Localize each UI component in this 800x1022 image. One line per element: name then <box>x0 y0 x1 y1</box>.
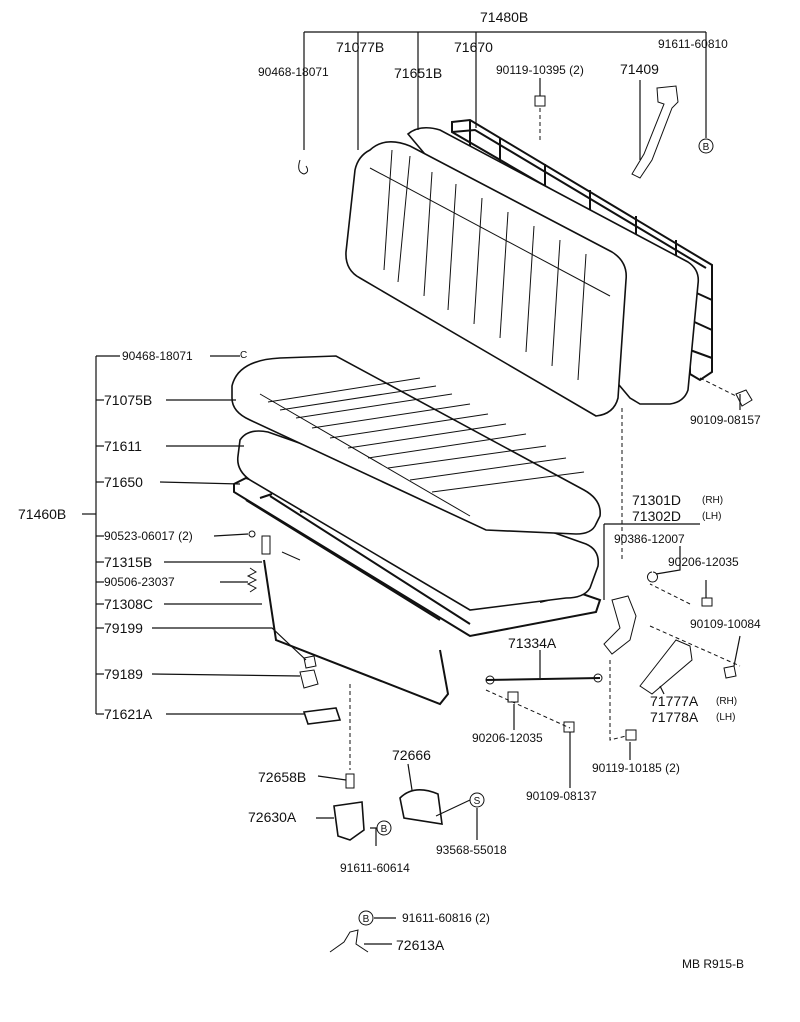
label-hog-ring-top: 90468-18071 <box>258 65 329 79</box>
callout-s-1: S <box>474 796 481 807</box>
label-belt-bracket: 72613A <box>396 937 445 953</box>
label-catch: 72658B <box>258 769 306 785</box>
hog-ring-top-part <box>298 159 309 175</box>
label-back-spring-frame: 71670 <box>454 39 493 55</box>
label-bolt-e: 90119-10185 (2) <box>592 761 680 775</box>
label-buckle: 72666 <box>392 747 431 763</box>
label-bolt-b: 90109-10084 <box>690 617 761 631</box>
label-buckle-screw: 93568-55018 <box>436 843 507 857</box>
label-adjuster-rh: 71301D <box>632 492 681 508</box>
label-spring: 90506-23037 <box>104 575 175 589</box>
plate-part <box>302 707 342 725</box>
label-cushion-pad: 71611 <box>104 438 142 454</box>
label-adjuster-rh-side: (RH) <box>702 495 723 506</box>
back-cover <box>345 141 628 417</box>
label-striker-screw: 91611-60614 <box>340 861 410 875</box>
label-cushion-hog-ring: 90468-18071 <box>122 349 193 363</box>
belt-bracket-part <box>329 929 369 953</box>
label-clip-b: 79189 <box>104 666 143 682</box>
rod-part <box>485 677 601 681</box>
label-back-cover: 71077B <box>336 39 384 55</box>
label-belt-screw: 91611-60816 (2) <box>402 911 490 925</box>
bolt-e-part <box>625 729 637 741</box>
label-striker: 72630A <box>248 809 297 825</box>
cushion-group <box>231 355 602 725</box>
clip-b-part <box>299 669 319 689</box>
label-cushion-assy: 71460B <box>18 506 66 522</box>
label-plate: 71621A <box>104 706 153 722</box>
label-bolt-back-right: 90109-08157 <box>690 413 761 427</box>
label-bracket-lh: 71778A <box>650 709 699 725</box>
label-adjuster-lh: 71302D <box>632 508 681 524</box>
back-cover-ribs <box>369 149 611 381</box>
catch-part <box>345 773 355 789</box>
bolt-d-part <box>563 721 575 733</box>
label-wire-rod: 71308C <box>104 596 153 612</box>
bolt-back-right-part <box>699 377 753 407</box>
labels: 71480B 71077B 71670 91611-60810 90468-18… <box>18 9 761 971</box>
bracket-part <box>261 535 271 555</box>
back-hinge-strap <box>631 85 679 179</box>
spring-part <box>246 567 258 593</box>
label-bolt-d: 90109-08137 <box>526 789 597 803</box>
callout-b-1: B <box>703 142 710 153</box>
cushion-pad <box>236 430 600 611</box>
callouts: B B S B C <box>240 138 714 926</box>
label-bracket-lh-side: (LH) <box>716 712 735 723</box>
bolt-a-part <box>701 597 713 607</box>
label-cushion-cover: 71075B <box>104 392 152 408</box>
adjuster-group <box>485 571 741 741</box>
callout-b-2: B <box>381 824 388 835</box>
adjuster-part <box>603 595 637 655</box>
label-adjuster-lh-side: (LH) <box>702 511 721 522</box>
buckle-part <box>399 789 443 825</box>
seat-back-group <box>298 85 753 560</box>
label-back-spring-clip: 91611-60810 <box>658 37 728 51</box>
callout-b-3: B <box>363 914 370 925</box>
wire-rod-part <box>263 559 450 706</box>
label-cushion-spring: 71650 <box>104 474 143 490</box>
label-bolt-c: 90206-12035 <box>472 731 543 745</box>
back-bolt-part <box>534 95 546 142</box>
label-bracket-rh-side: (RH) <box>716 696 737 707</box>
leader-lines <box>82 31 741 945</box>
label-bracket-rh: 71777A <box>650 693 699 709</box>
belt-group <box>329 684 471 953</box>
label-back-bolt: 90119-10395 (2) <box>496 63 584 77</box>
bolt-b-part <box>723 665 737 679</box>
label-bracket: 71315B <box>104 554 152 570</box>
label-back-hinge-strap: 71409 <box>620 61 659 77</box>
label-bolt-a: 90206-12035 <box>668 555 739 569</box>
cushion-cover-ribs <box>259 377 585 517</box>
striker-part <box>333 801 365 841</box>
label-diagram-code: MB R915-B <box>682 957 744 971</box>
nut-part <box>248 530 256 538</box>
label-clip-a: 79199 <box>104 620 143 636</box>
clip-a-part <box>303 655 317 669</box>
label-rod: 71334A <box>508 635 557 651</box>
bolt-c-part <box>507 691 519 703</box>
label-backrest-assy: 71480B <box>480 9 528 25</box>
cushion-cover <box>231 355 601 535</box>
label-back-pad: 71651B <box>394 65 442 81</box>
callout-c-1: C <box>240 350 247 361</box>
bracket-rh-part <box>639 639 693 695</box>
label-nut-2: 90523-06017 (2) <box>104 529 193 543</box>
label-washer: 90386-12007 <box>614 532 685 546</box>
